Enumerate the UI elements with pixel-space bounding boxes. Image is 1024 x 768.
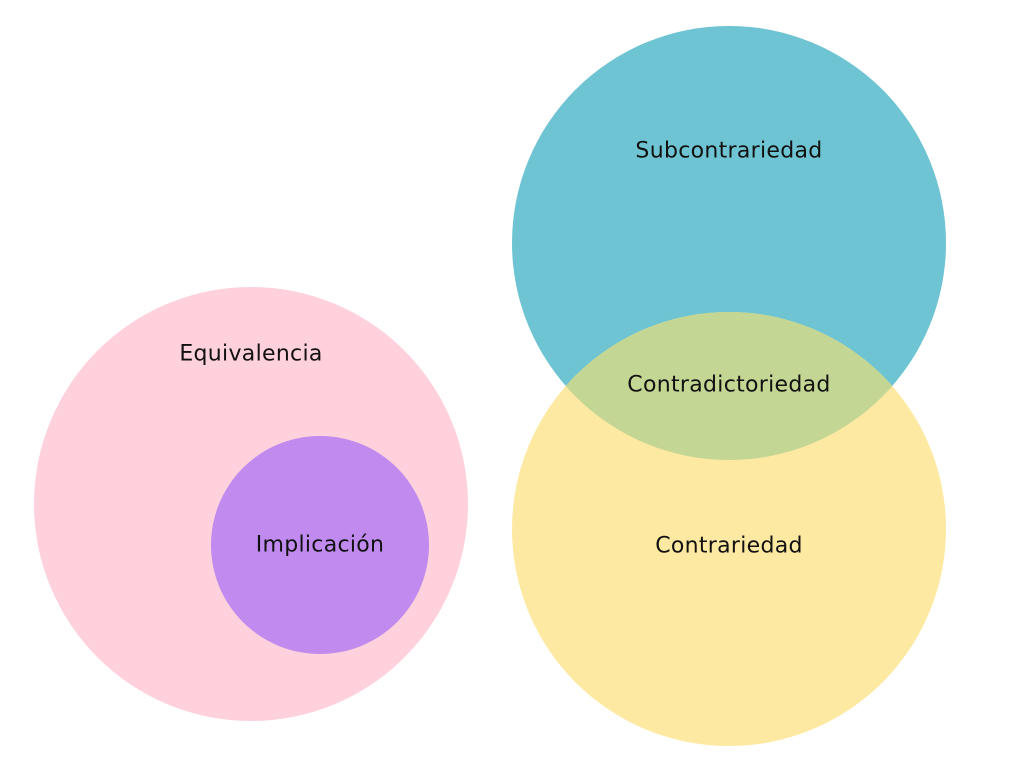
implicacion-label: Implicación — [255, 532, 385, 558]
implicacion-circle — [211, 436, 429, 654]
contradictoriedad-label: Contradictoriedad — [627, 372, 831, 398]
equivalencia-label: Equivalencia — [179, 341, 323, 367]
contrariedad-label: Contrariedad — [655, 533, 803, 559]
contradictoriedad-overlap — [512, 312, 946, 460]
subcontrariedad-label: Subcontrariedad — [635, 138, 823, 164]
